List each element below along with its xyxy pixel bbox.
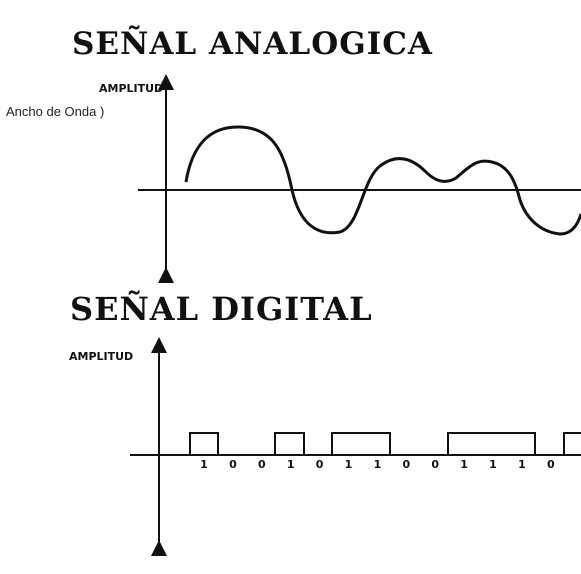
wave-width-note: Ancho de Onda ) — [6, 104, 105, 119]
bit-label: 1 — [518, 458, 526, 471]
digital-amplitude-label: AMPLITUD — [69, 350, 134, 363]
bit-label: 1 — [374, 458, 382, 471]
bit-label: 1 — [287, 458, 295, 471]
bit-label: 0 — [258, 458, 266, 471]
bit-label: 0 — [229, 458, 237, 471]
bit-label: 1 — [345, 458, 353, 471]
bit-label: 1 — [489, 458, 497, 471]
bit-label: 0 — [431, 458, 439, 471]
digital-waveform — [159, 432, 581, 456]
bit-label: 0 — [547, 458, 555, 471]
analog-amplitude-label: AMPLITUD — [99, 82, 164, 95]
bit-labels: 1 0 0 1 0 1 1 0 0 1 1 1 0 — [200, 458, 555, 471]
analog-waveform — [184, 125, 581, 236]
digital-signal-title: SEÑAL DIGITAL — [70, 290, 373, 328]
analog-signal-title: SEÑAL ANALOGICA — [72, 26, 433, 62]
bit-label: 0 — [316, 458, 324, 471]
bit-label: 0 — [402, 458, 410, 471]
bit-label: 1 — [460, 458, 468, 471]
bit-label: 1 — [200, 458, 208, 471]
